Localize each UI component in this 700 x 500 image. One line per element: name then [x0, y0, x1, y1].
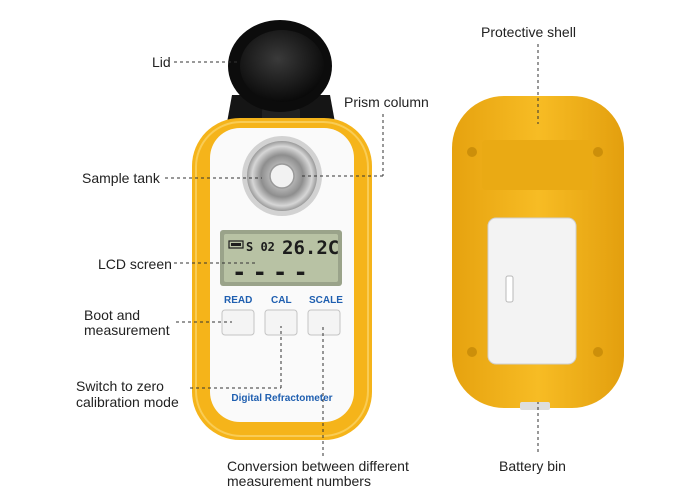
prism-column-label: Prism column: [344, 94, 429, 110]
battery-indicator-icon-fill: [231, 243, 241, 246]
screw-top-right: [593, 147, 603, 157]
scale-button[interactable]: [307, 309, 341, 336]
lcd-temperature: 26.2C: [282, 237, 339, 259]
lcd-screen: [224, 234, 338, 282]
cal-button-label: CAL: [271, 295, 292, 306]
front-device: S 02 26.2C ---- READ CAL SCALE Digital R…: [192, 20, 372, 440]
protective-shell-label: Protective shell: [481, 24, 576, 40]
boot-measurement-label-line1: Boot and: [84, 307, 141, 323]
conversion-label-line2: measurement numbers: [227, 473, 371, 489]
lcd-reading: ----: [232, 258, 314, 286]
prism-window: [269, 163, 295, 189]
conversion-label-line1: Conversion between different: [227, 458, 409, 474]
lcd-code: S 02: [246, 240, 275, 254]
sample-tank-label: Sample tank: [82, 170, 160, 186]
lid-label: Lid: [152, 54, 171, 70]
battery-indicator-icon: [228, 240, 244, 249]
callout-lines: [165, 44, 539, 456]
back-recess: [482, 140, 592, 190]
screw-top-left: [467, 147, 477, 157]
read-button-label: READ: [224, 295, 252, 306]
boot-measurement-label-line2: measurement: [84, 322, 170, 338]
lcd-screen-label: LCD screen: [98, 256, 172, 272]
read-button[interactable]: [221, 309, 255, 336]
battery-bin-tab: [520, 402, 550, 410]
screw-bottom-right: [593, 347, 603, 357]
battery-latch[interactable]: [505, 275, 514, 303]
battery-bin-label: Battery bin: [499, 458, 566, 474]
screw-bottom-left: [467, 347, 477, 357]
lid-inner: [240, 30, 324, 102]
back-device: [452, 96, 624, 410]
brand-label: Digital Refractometer: [231, 393, 332, 404]
zero-calibration-label-line2: calibration mode: [76, 394, 179, 410]
cal-button[interactable]: [264, 309, 298, 336]
battery-bin[interactable]: [487, 217, 577, 365]
zero-calibration-label-line1: Switch to zero: [76, 378, 164, 394]
front-shell-highlight: [195, 121, 369, 437]
scale-button-label: SCALE: [309, 295, 343, 306]
